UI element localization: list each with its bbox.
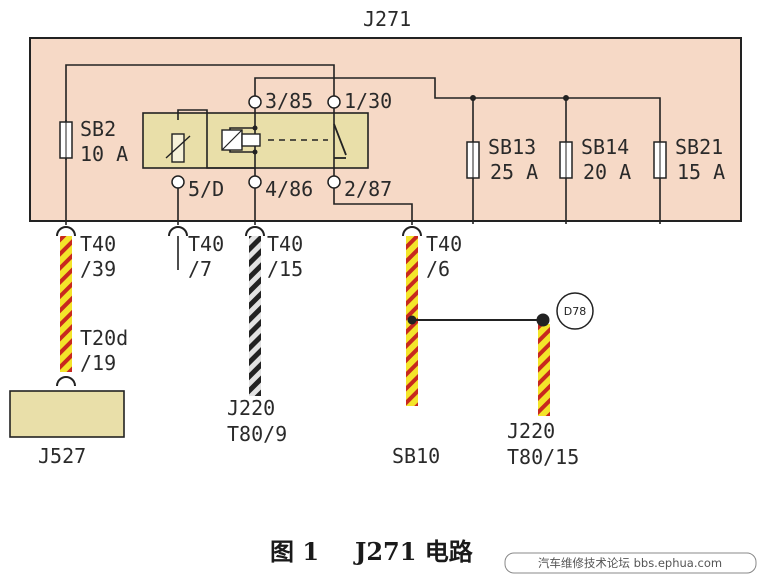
conn-t40-39-b: /39 (80, 257, 116, 281)
relay-coil (221, 129, 261, 151)
d78-ground-badge (556, 292, 594, 330)
resistor-icon (165, 133, 191, 163)
j220-b-label: J220 (507, 419, 555, 443)
pin-label-2-87: 2/87 (344, 177, 392, 201)
j527-box (9, 390, 125, 438)
fuse-sb14-rating: 20 A (583, 160, 631, 184)
pin-label-4-86: 4/86 (265, 177, 313, 201)
fuse-sb14-name: SB14 (581, 135, 629, 159)
pin-label-3-85: 3/85 (265, 89, 313, 113)
fuse-sb13-name: SB13 (488, 135, 536, 159)
connector-cups (56, 226, 422, 387)
fuse-sb2: SB2 10 A (59, 117, 128, 166)
conn-t40-15-b: /15 (267, 257, 303, 281)
fuse-sb13-rating: 25 A (490, 160, 538, 184)
wire-t40-15 (249, 236, 261, 396)
d78-label: D78 (564, 305, 586, 318)
watermark-box (504, 552, 757, 574)
fuse-sb21-name: SB21 (675, 135, 723, 159)
conn-t40-39-a: T40 (80, 232, 116, 256)
j220-a-label: J220 (227, 396, 275, 420)
fuse-sb21: SB21 15 A (653, 135, 725, 184)
caption-figure-number: 图 1 (270, 537, 319, 566)
conn-t20d-19-b: /19 (80, 351, 116, 375)
sb10-label: SB10 (392, 444, 440, 468)
conn-t40-15-a: T40 (267, 232, 303, 256)
module-title: J271 (363, 7, 411, 31)
relay-pin-circles (171, 95, 341, 189)
relay-switch-icon (333, 123, 347, 159)
fuse-sb13: SB13 25 A (466, 135, 538, 184)
fuse-sb14: SB14 20 A (559, 135, 631, 184)
j220-b-pin: T80/15 (507, 445, 579, 469)
watermark-text: 汽车维修技术论坛 bbs.ephua.com (538, 556, 722, 570)
conn-t40-6-a: T40 (426, 232, 462, 256)
wire-t40-39 (60, 236, 72, 372)
fuse-sb2-name: SB2 (80, 117, 116, 141)
splice-dot-left (407, 315, 417, 325)
conn-t40-6-b: /6 (426, 257, 450, 281)
conn-t20d-19-a: T20d (80, 326, 128, 350)
fuse-sb2-rating: 10 A (80, 142, 128, 166)
conn-t40-7-b: /7 (188, 257, 212, 281)
splice-dot-right (536, 313, 550, 327)
caption-title: J271 电路 (353, 537, 474, 566)
j220-a-pin: T80/9 (227, 422, 287, 446)
j527-label: J527 (38, 444, 86, 468)
pin-label-1-30: 1/30 (344, 89, 392, 113)
pin-label-5-d: 5/D (188, 177, 224, 201)
wire-to-j220-t80-15 (538, 324, 550, 416)
fuse-sb21-rating: 15 A (677, 160, 725, 184)
junction-dots (252, 95, 569, 155)
conn-t40-7-a: T40 (188, 232, 224, 256)
